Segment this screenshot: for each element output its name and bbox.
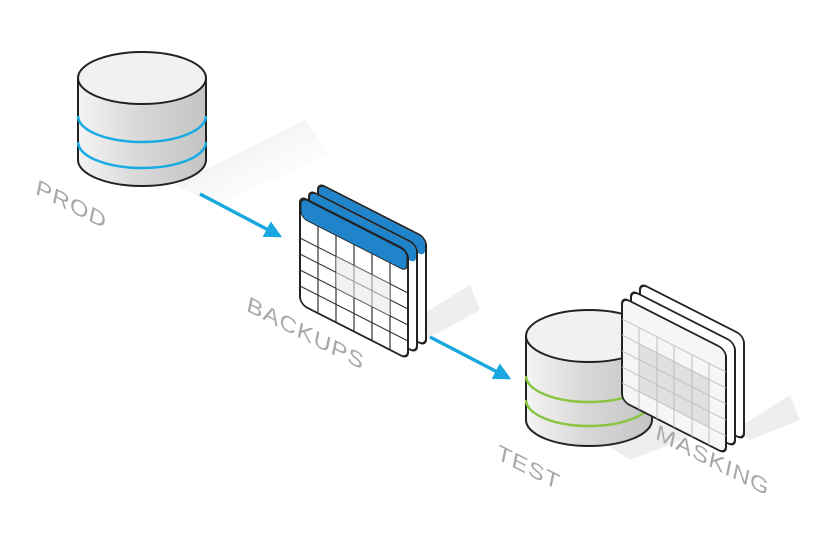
node-masking	[621, 284, 800, 453]
prod-cylinder-body	[77, 77, 207, 187]
backups-sheet-front	[299, 197, 409, 358]
node-backups	[299, 184, 480, 358]
prod-shadow	[175, 120, 330, 205]
masking-sheet-front	[621, 298, 727, 453]
masking-shadow	[735, 395, 800, 440]
prod-ring-lower	[76, 141, 208, 170]
test-cylinder-body	[525, 335, 653, 447]
node-prod	[76, 51, 330, 205]
arrow-backups-to-test	[429, 335, 512, 380]
prod-ring-upper	[76, 115, 208, 144]
prod-cylinder-top	[77, 51, 207, 105]
arrow-prod-to-backups	[199, 192, 283, 238]
